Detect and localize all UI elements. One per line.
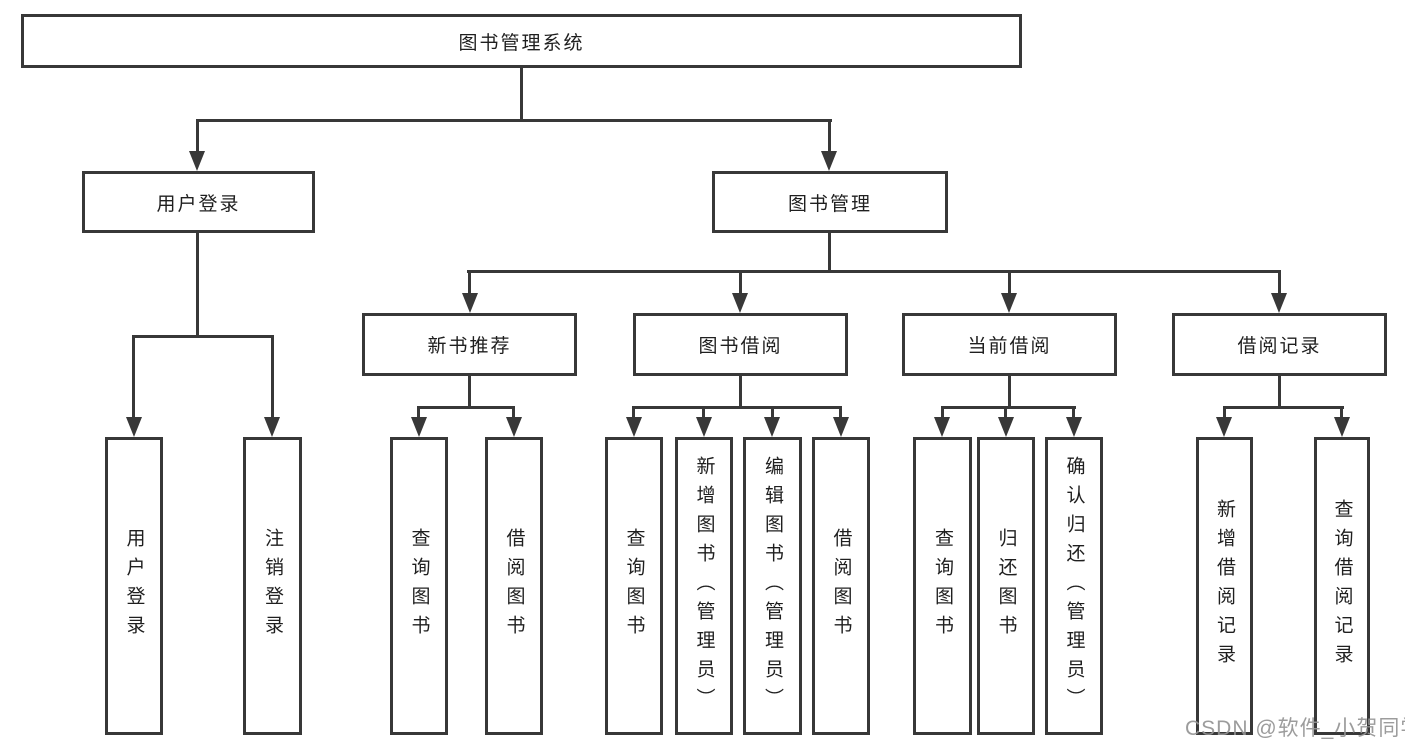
connector-line — [739, 270, 742, 297]
leaf-borrow-edit-books-admin: 编辑图书（管理员） — [743, 437, 802, 735]
leaf-newbook-borrow-books: 借阅图书 — [485, 437, 543, 735]
arrowhead-down — [732, 293, 748, 313]
connector-line — [828, 119, 831, 155]
connector-line — [1278, 270, 1281, 297]
connector-line — [1072, 406, 1075, 421]
leaf-logout: 注销登录 — [243, 437, 302, 735]
leaf-records-add-record: 新增借阅记录 — [1196, 437, 1253, 735]
arrowhead-down — [189, 151, 205, 171]
arrowhead-down — [626, 417, 642, 437]
arrowhead-down — [833, 417, 849, 437]
leaf-borrow-edit-books-admin-label: 编辑图书（管理员） — [762, 455, 783, 717]
leaf-newbook-query-books: 查询图书 — [390, 437, 448, 735]
connector-line — [1278, 374, 1281, 408]
leaf-borrow-add-books-admin-label: 新增图书（管理员） — [693, 455, 715, 717]
arrowhead-down — [1334, 417, 1350, 437]
connector-line — [196, 119, 832, 122]
node-borrow-records: 借阅记录 — [1172, 313, 1387, 376]
connector-line — [941, 406, 1076, 409]
leaf-logout-label: 注销登录 — [262, 528, 283, 644]
arrowhead-down — [934, 417, 950, 437]
leaf-records-query-record: 查询借阅记录 — [1314, 437, 1370, 735]
arrowhead-down — [126, 417, 142, 437]
connector-line — [271, 335, 274, 419]
node-current-borrow-label: 当前借阅 — [967, 336, 1052, 357]
connector-line — [828, 232, 831, 273]
leaf-current-query-books: 查询图书 — [913, 437, 972, 735]
arrowhead-down — [264, 417, 280, 437]
node-current-borrow: 当前借阅 — [902, 313, 1117, 376]
connector-line — [196, 232, 199, 338]
connector-line — [739, 374, 742, 408]
connector-line — [467, 270, 1280, 273]
node-new-book-recommend-label: 新书推荐 — [427, 336, 512, 357]
node-book-management-label: 图书管理 — [787, 193, 872, 215]
connector-line — [512, 406, 515, 421]
leaf-borrow-borrow-books: 借阅图书 — [812, 437, 870, 735]
leaf-records-add-record-label: 新增借阅记录 — [1214, 499, 1235, 673]
leaf-newbook-query-books-label: 查询图书 — [408, 528, 430, 644]
connector-line — [468, 270, 471, 297]
arrowhead-down — [462, 293, 478, 313]
leaf-borrow-query-books-label: 查询图书 — [623, 528, 645, 644]
leaf-current-query-books-label: 查询图书 — [932, 528, 953, 644]
connector-line — [1008, 270, 1011, 297]
leaf-user-login-label: 用户登录 — [123, 528, 145, 644]
leaf-current-return-books: 归还图书 — [977, 437, 1035, 735]
connector-line — [1004, 406, 1007, 421]
leaf-current-confirm-return-admin: 确认归还（管理员） — [1045, 437, 1103, 735]
connector-line — [839, 406, 842, 421]
leaf-current-return-books-label: 归还图书 — [995, 528, 1017, 644]
leaf-borrow-query-books: 查询图书 — [605, 437, 663, 735]
connector-line — [1340, 406, 1343, 421]
node-book-borrow-label: 图书借阅 — [698, 336, 783, 357]
node-new-book-recommend: 新书推荐 — [362, 313, 577, 376]
connector-line — [702, 406, 705, 421]
arrowhead-down — [998, 417, 1014, 437]
connector-line — [196, 119, 199, 155]
arrowhead-down — [1001, 293, 1017, 313]
leaf-borrow-add-books-admin: 新增图书（管理员） — [675, 437, 733, 735]
connector-line — [771, 406, 774, 421]
node-book-management: 图书管理 — [712, 171, 948, 233]
connector-line — [417, 406, 420, 421]
connector-line — [1008, 374, 1011, 408]
leaf-current-confirm-return-admin-label: 确认归还（管理员） — [1063, 455, 1085, 717]
connector-line — [132, 335, 135, 419]
connector-line — [941, 406, 944, 421]
arrowhead-down — [821, 151, 837, 171]
connector-line — [632, 406, 635, 421]
connector-line — [417, 406, 515, 409]
leaf-user-login: 用户登录 — [105, 437, 163, 735]
arrowhead-down — [506, 417, 522, 437]
arrowhead-down — [1066, 417, 1082, 437]
node-book-borrow: 图书借阅 — [633, 313, 848, 376]
connector-line — [468, 374, 471, 408]
csdn-watermark: CSDN @软件_小贺同学 — [1185, 717, 1405, 740]
leaf-newbook-borrow-books-label: 借阅图书 — [503, 528, 525, 644]
node-user-login: 用户登录 — [82, 171, 315, 233]
arrowhead-down — [411, 417, 427, 437]
arrowhead-down — [1271, 293, 1287, 313]
arrowhead-down — [696, 417, 712, 437]
connector-line — [1223, 406, 1226, 421]
node-root-label: 图书管理系统 — [458, 32, 585, 54]
node-borrow-records-label: 借阅记录 — [1237, 336, 1322, 357]
node-root: 图书管理系统 — [21, 14, 1022, 68]
arrowhead-down — [764, 417, 780, 437]
arrowhead-down — [1216, 417, 1232, 437]
node-user-login-label: 用户登录 — [156, 193, 241, 215]
connector-line — [132, 335, 274, 338]
connector-line — [1223, 406, 1344, 409]
leaf-borrow-borrow-books-label: 借阅图书 — [830, 528, 852, 644]
connector-line — [520, 67, 523, 122]
leaf-records-query-record-label: 查询借阅记录 — [1331, 499, 1353, 673]
connector-line — [632, 406, 842, 409]
